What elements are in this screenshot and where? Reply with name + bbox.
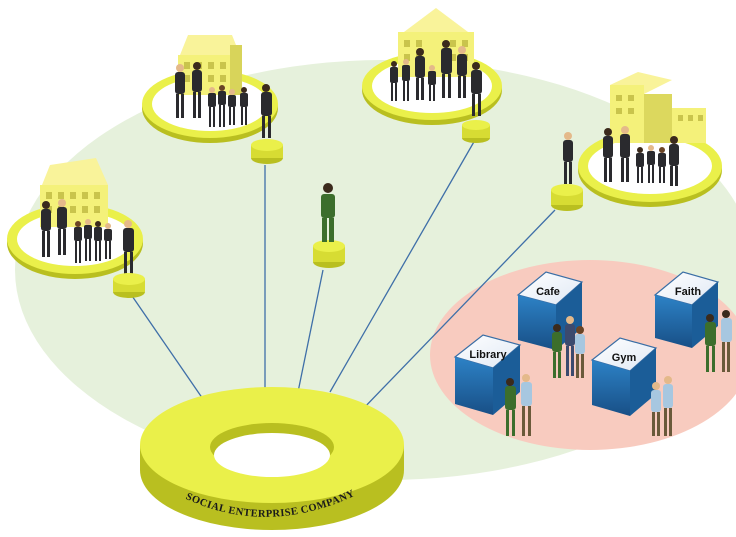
connector-lines bbox=[129, 139, 556, 413]
person-icon bbox=[321, 183, 335, 242]
community-group-3 bbox=[7, 158, 145, 298]
community-group-2 bbox=[362, 8, 502, 143]
person-icon bbox=[705, 314, 716, 372]
building-icon bbox=[40, 158, 108, 227]
facility-label-cafe: Cafe bbox=[536, 286, 560, 298]
facility-box-cafe: Cafe bbox=[516, 271, 584, 350]
person-icon bbox=[663, 376, 673, 436]
connector-line-4 bbox=[329, 139, 476, 393]
facility-label-library: Library bbox=[469, 349, 507, 361]
person-icon bbox=[552, 324, 562, 378]
person-icon bbox=[651, 382, 661, 436]
building-icon bbox=[178, 35, 242, 95]
people-group-icon bbox=[563, 126, 679, 186]
person-icon bbox=[565, 316, 575, 376]
pedestal-icon bbox=[462, 120, 490, 143]
person-icon bbox=[575, 326, 585, 378]
person-icon bbox=[721, 310, 732, 372]
building-icon bbox=[610, 72, 706, 143]
community-group-1 bbox=[142, 35, 283, 164]
facility-people-cafe bbox=[552, 316, 585, 378]
people-group-icon bbox=[41, 199, 134, 274]
pedestal-icon bbox=[313, 240, 345, 268]
people-group-icon bbox=[175, 62, 272, 138]
pedestal-icon bbox=[551, 184, 583, 211]
facility-label-gym: Gym bbox=[612, 352, 637, 364]
facility-people-faith bbox=[705, 310, 732, 372]
pedestal-icon bbox=[113, 273, 145, 298]
facility-people-gym bbox=[651, 376, 673, 436]
facility-box-library: Library bbox=[453, 334, 522, 415]
person-icon bbox=[521, 374, 532, 436]
coordinator-figure bbox=[313, 183, 345, 268]
facility-people-library bbox=[505, 374, 532, 436]
building-icon bbox=[398, 8, 474, 77]
connector-line-5 bbox=[359, 209, 556, 413]
pedestal-icon bbox=[251, 139, 283, 164]
connector-line-3 bbox=[297, 269, 324, 393]
people-group-icon bbox=[390, 40, 482, 116]
facility-box-gym: Gym bbox=[590, 337, 658, 416]
person-icon bbox=[505, 378, 516, 436]
facility-label-faith: Faith bbox=[675, 286, 702, 298]
connector-line-1 bbox=[129, 292, 206, 403]
hub-ring: SOCIAL ENTERPRISE COMPANY bbox=[140, 387, 404, 530]
community-group-4 bbox=[551, 72, 722, 211]
